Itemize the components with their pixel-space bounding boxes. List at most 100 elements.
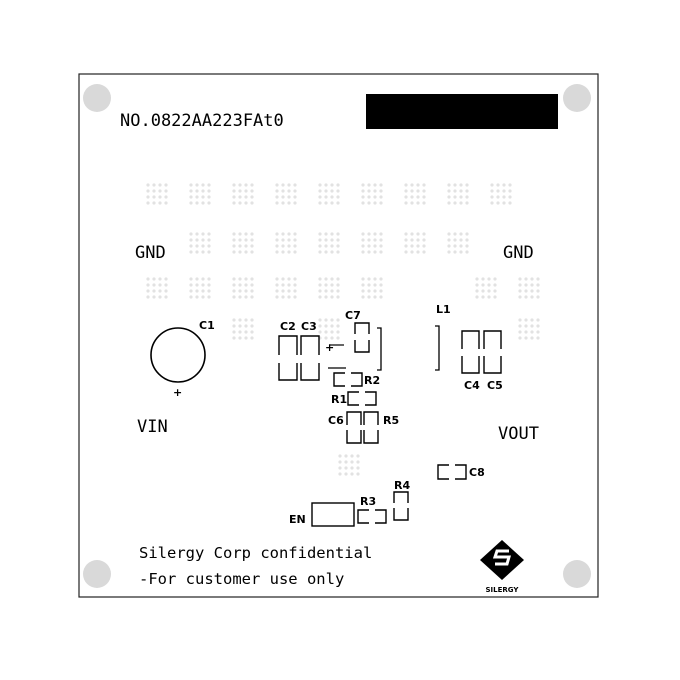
via (158, 295, 162, 299)
via (422, 189, 426, 193)
via (361, 244, 365, 248)
via (330, 250, 334, 254)
l1-label: L1 (436, 303, 451, 316)
via (238, 283, 242, 287)
via (324, 318, 328, 322)
via (336, 318, 340, 322)
via (232, 238, 236, 242)
via (287, 277, 291, 281)
via (330, 336, 334, 340)
via (465, 201, 469, 205)
via (244, 289, 248, 293)
via (367, 195, 371, 199)
via (416, 195, 420, 199)
via (530, 318, 534, 322)
via (336, 244, 340, 248)
via (164, 295, 168, 299)
via (416, 201, 420, 205)
via (275, 289, 279, 293)
via (518, 336, 522, 340)
via (338, 454, 342, 458)
via (416, 250, 420, 254)
via (536, 330, 540, 334)
via (475, 277, 479, 281)
via (350, 472, 354, 476)
via (361, 289, 365, 293)
via (201, 295, 205, 299)
via (447, 195, 451, 199)
via (238, 244, 242, 248)
via (195, 289, 199, 293)
c1-plus-mark: + (173, 386, 182, 399)
via (367, 238, 371, 242)
via (189, 189, 193, 193)
via (373, 244, 377, 248)
via (324, 283, 328, 287)
via (338, 460, 342, 464)
via (410, 201, 414, 205)
via (324, 232, 328, 236)
via (250, 244, 254, 248)
via (379, 195, 383, 199)
via (293, 232, 297, 236)
via (410, 244, 414, 248)
via (344, 472, 348, 476)
via (201, 283, 205, 287)
via (275, 232, 279, 236)
ic-marker (328, 344, 346, 369)
c6-r5-footprint (346, 411, 379, 444)
via (536, 289, 540, 293)
via (232, 283, 236, 287)
via (404, 232, 408, 236)
via (318, 195, 322, 199)
via (207, 189, 211, 193)
via (293, 289, 297, 293)
via (324, 289, 328, 293)
via (189, 195, 193, 199)
via (293, 295, 297, 299)
via (493, 283, 497, 287)
en-pad (311, 502, 355, 527)
via (232, 318, 236, 322)
via (207, 250, 211, 254)
via (336, 289, 340, 293)
via (250, 324, 254, 328)
r3-footprint (357, 509, 387, 524)
via (508, 195, 512, 199)
vout-label: VOUT (498, 424, 539, 444)
mounting-hole-bottom-right (563, 560, 591, 588)
via (344, 460, 348, 464)
via (318, 289, 322, 293)
via (201, 250, 205, 254)
via (336, 283, 340, 287)
via (530, 283, 534, 287)
vin-label: VIN (137, 417, 168, 437)
via (373, 277, 377, 281)
via (164, 277, 168, 281)
via (459, 244, 463, 248)
via (158, 195, 162, 199)
via (201, 232, 205, 236)
via (518, 295, 522, 299)
via (481, 295, 485, 299)
c4-label: C4 (464, 379, 480, 392)
via (518, 277, 522, 281)
via (524, 295, 528, 299)
via (318, 283, 322, 287)
via (195, 201, 199, 205)
r3-label: R3 (360, 495, 376, 508)
via (238, 277, 242, 281)
via (465, 189, 469, 193)
via (453, 250, 457, 254)
via (330, 201, 334, 205)
via (459, 201, 463, 205)
r1-label: R1 (331, 393, 347, 406)
via (367, 244, 371, 248)
via (404, 250, 408, 254)
via (250, 277, 254, 281)
via (201, 238, 205, 242)
via (410, 195, 414, 199)
via (318, 183, 322, 187)
via (536, 295, 540, 299)
via (530, 295, 534, 299)
